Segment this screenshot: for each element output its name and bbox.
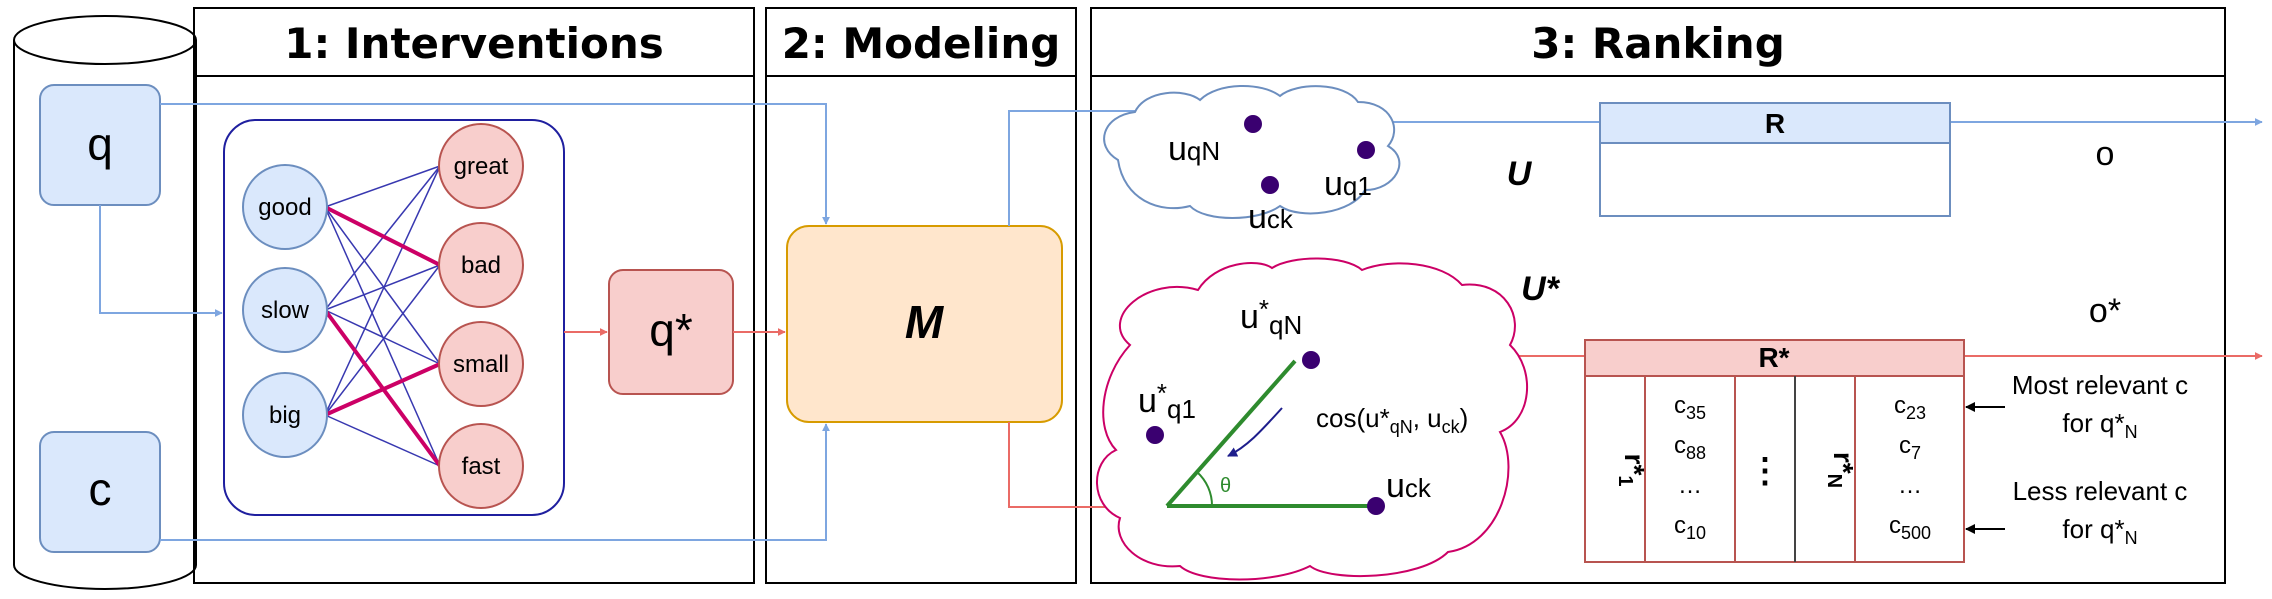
ranking-col-rN: c23 c7 … c500 <box>1889 392 1931 543</box>
ranking-item: c500 <box>1889 512 1931 543</box>
ranking-Rstar-title: R* <box>1758 342 1789 373</box>
ranking-item: c7 <box>1899 432 1921 463</box>
arrow-c-to-model <box>160 423 830 541</box>
point-ustar-q1: u*q1 <box>1138 378 1196 424</box>
arrow-q-to-model <box>160 103 830 225</box>
arrow-model-to-Ustar <box>1008 422 1136 511</box>
ranking-R-title: R <box>1765 108 1785 139</box>
ranking-R: R <box>1599 102 1951 217</box>
embedding-space-U: uqN uq1 uck <box>1103 85 1401 236</box>
word-node-small: small <box>438 321 524 407</box>
arrow-q-to-graph <box>99 205 223 317</box>
word-node-fast-label: fast <box>462 453 501 480</box>
space-label-U: U <box>1507 155 1533 193</box>
point-u-ck: uck <box>1248 198 1294 236</box>
ranking-item: c10 <box>1674 512 1706 543</box>
angle-theta: θ <box>1220 475 1231 497</box>
annotation-most-line2: for q*N <box>2062 408 2137 442</box>
word-node-big-label: big <box>269 402 301 429</box>
word-node-good-label: good <box>258 194 311 221</box>
qstar-box: q* <box>608 269 734 395</box>
output-o: o <box>2096 135 2115 173</box>
cosine-label: cos(u*qN, uck) <box>1316 403 1468 437</box>
model-box: M <box>786 225 1063 423</box>
ranking-rN-label: r*N <box>1823 452 1859 488</box>
annotation-most-relevant: Most relevant c for q*N <box>1965 370 2188 442</box>
word-node-great: great <box>438 123 524 209</box>
qstar-label: q* <box>649 304 693 356</box>
word-node-slow-label: slow <box>261 297 310 324</box>
ranking-col-r1: c35 c88 … c10 <box>1674 392 1706 543</box>
point-ustar-ck: uck <box>1386 467 1432 505</box>
annotation-less-line1: Less relevant c <box>2013 476 2188 506</box>
word-node-bad-label: bad <box>461 252 501 279</box>
point-u-qN: uqN <box>1168 130 1220 168</box>
section-title-ranking: 3: Ranking <box>1531 19 1785 68</box>
point-u-q1: uq1 <box>1324 165 1372 203</box>
space-label-Ustar: U* <box>1521 270 1561 308</box>
input-q: q <box>39 84 161 206</box>
section-title-modeling: 2: Modeling <box>782 19 1061 68</box>
embedding-space-Ustar: θ u*qN u*q1 uck cos(u*qN, uck) <box>1096 257 1529 581</box>
word-node-great-label: great <box>454 153 509 180</box>
ranking-r1-label: r*1 <box>1614 454 1650 487</box>
ranking-Rstar: R* r*1 r*N ⋮ c35 c88 … c10 c23 c7 … c500 <box>1584 339 1965 563</box>
word-edges-bold <box>323 205 442 468</box>
annotation-less-line2: for q*N <box>2062 514 2137 548</box>
word-node-big: big <box>242 372 328 458</box>
section-ranking: 3: Ranking <box>1090 7 2226 584</box>
input-c-label: c <box>89 463 112 515</box>
ranking-item: c23 <box>1894 392 1926 423</box>
ranking-ellipsis: ⋮ <box>1748 452 1782 490</box>
model-label: M <box>905 296 945 348</box>
ranking-item: … <box>1898 472 1922 499</box>
section-interventions: 1: Interventions <box>193 7 755 584</box>
word-node-bad: bad <box>438 222 524 308</box>
word-edges-thin <box>324 165 441 467</box>
input-c: c <box>39 431 161 553</box>
section-title-interventions: 1: Interventions <box>284 19 663 68</box>
word-node-slow: slow <box>242 267 328 353</box>
ranking-item: … <box>1678 472 1702 499</box>
ranking-item: c35 <box>1674 392 1706 423</box>
word-node-small-label: small <box>453 351 509 378</box>
word-node-fast: fast <box>438 423 524 509</box>
point-ustar-qN: u*qN <box>1240 294 1302 340</box>
annotation-most-line1: Most relevant c <box>2012 370 2188 400</box>
rotation-arrow <box>1227 407 1283 457</box>
section-modeling: 2: Modeling <box>765 7 1077 584</box>
word-node-good: good <box>242 164 328 250</box>
ranking-item: c88 <box>1674 432 1706 463</box>
input-q-label: q <box>87 118 113 170</box>
output-ostar: o* <box>2089 292 2121 330</box>
annotation-less-relevant: Less relevant c for q*N <box>1965 476 2188 548</box>
